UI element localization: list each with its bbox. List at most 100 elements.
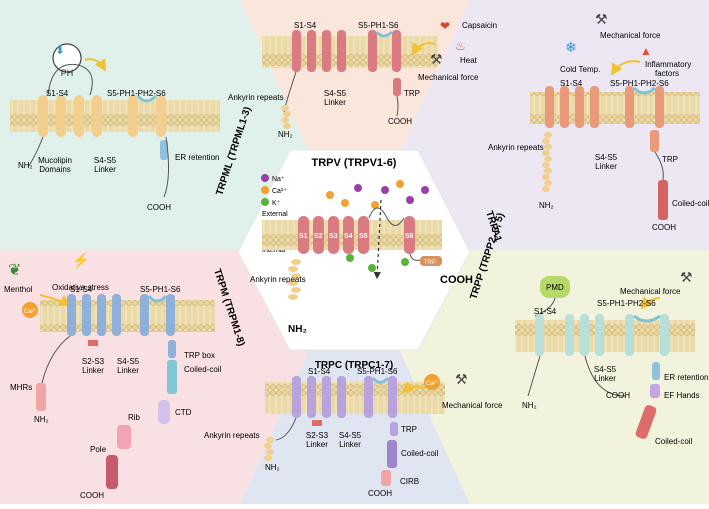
trpa1-panel: ⚒ Mechanical force ❄ Cold Temp. ▲ Inflam… <box>483 11 709 244</box>
svg-text:S1-S4: S1-S4 <box>560 79 583 88</box>
svg-text:Mechanical force: Mechanical force <box>418 73 479 82</box>
svg-text:Ca²⁺: Ca²⁺ <box>426 380 439 387</box>
trpml-cooh: COOH <box>147 203 171 212</box>
svg-text:Na⁺: Na⁺ <box>272 176 285 183</box>
svg-text:Linker: Linker <box>594 374 616 383</box>
svg-text:TRP box: TRP box <box>184 351 215 360</box>
svg-text:S5-PH1-S6: S5-PH1-S6 <box>358 21 399 30</box>
svg-text:Ankyrin repeats: Ankyrin repeats <box>228 93 284 102</box>
svg-text:K⁺: K⁺ <box>272 200 281 207</box>
svg-text:S6: S6 <box>405 233 414 240</box>
svg-text:NH₂: NH₂ <box>522 401 537 410</box>
trpc-name: TRPC (TRPC1-7) <box>315 360 393 371</box>
svg-text:Mechanical force: Mechanical force <box>600 31 661 40</box>
svg-text:Coiled-coil: Coiled-coil <box>401 449 439 458</box>
svg-text:MHRs: MHRs <box>10 383 32 392</box>
svg-text:S1-S4: S1-S4 <box>294 21 317 30</box>
svg-text:Domains: Domains <box>39 165 71 174</box>
svg-text:S4-S5: S4-S5 <box>594 365 617 374</box>
svg-text:NH₂: NH₂ <box>539 201 554 210</box>
svg-text:S1-S4: S1-S4 <box>70 285 93 294</box>
svg-text:NH₂: NH₂ <box>34 415 49 424</box>
svg-text:NH₂: NH₂ <box>288 324 307 335</box>
ankyrin-repeats <box>264 437 274 461</box>
svg-text:S2-S3: S2-S3 <box>306 431 329 440</box>
svg-text:S1-S4: S1-S4 <box>534 307 557 316</box>
chili-icon: ❤ <box>440 19 450 33</box>
svg-text:Coiled-coil: Coiled-coil <box>672 199 709 208</box>
svg-text:COOH: COOH <box>80 491 104 500</box>
svg-text:TRP: TRP <box>401 425 417 434</box>
ankyrin-repeats <box>542 132 552 192</box>
svg-text:TRP: TRP <box>404 89 420 98</box>
svg-text:Linker: Linker <box>324 98 346 107</box>
pmd-domain <box>540 276 570 298</box>
svg-text:S5: S5 <box>359 233 368 240</box>
svg-text:Coiled-coil: Coiled-coil <box>655 437 693 446</box>
svg-text:CIRB: CIRB <box>400 477 419 486</box>
lightning-icon: ⚡ <box>72 252 89 269</box>
svg-text:PH: PH <box>61 68 74 78</box>
trpml-mucolipin: Mucolipin <box>38 156 72 165</box>
svg-text:S5-PH1-S6: S5-PH1-S6 <box>357 367 398 376</box>
hammer-icon: ⚒ <box>455 371 468 387</box>
svg-text:S4-S5: S4-S5 <box>324 89 347 98</box>
svg-text:Pole: Pole <box>90 445 107 454</box>
svg-text:Internal: Internal <box>262 247 286 254</box>
svg-text:Ca²⁺: Ca²⁺ <box>272 188 287 195</box>
trpml-helices <box>27 63 170 198</box>
trpml-linker: S4-S5 <box>94 156 117 165</box>
svg-text:PMD: PMD <box>546 283 564 292</box>
svg-text:COOH: COOH <box>652 223 676 232</box>
svg-text:Linker: Linker <box>306 440 328 449</box>
svg-text:COOH: COOH <box>368 489 392 498</box>
trpml-s5-label: S5-PH1-PH2-S6 <box>107 89 166 98</box>
ion-dots <box>326 180 429 272</box>
membrane <box>40 300 215 332</box>
svg-text:COOH: COOH <box>440 274 473 286</box>
ankyrin-repeats <box>288 259 301 300</box>
svg-text:Heat: Heat <box>460 56 478 65</box>
svg-text:Inflammatory: Inflammatory <box>645 60 691 69</box>
svg-text:ER retention: ER retention <box>664 373 708 382</box>
svg-text:NH₂: NH₂ <box>278 130 293 139</box>
center-title: TRPV (TRPV1-6) <box>312 157 397 169</box>
trpv-top-panel: S1-S4 S5-PH1-S6 Capsaicin ❤ ♨ Heat ⚒ Mec… <box>228 19 497 139</box>
svg-text:Mechanical force: Mechanical force <box>442 401 503 410</box>
hammer-icon: ⚒ <box>595 11 608 27</box>
svg-text:S4-S5: S4-S5 <box>339 431 362 440</box>
svg-text:S4-S5: S4-S5 <box>117 357 140 366</box>
svg-text:factors: factors <box>655 69 679 78</box>
svg-text:S5-PH1-PH2-S6: S5-PH1-PH2-S6 <box>597 299 656 308</box>
center-trpv-panel: TRPV (TRPV1-6) Na⁺ Ca²⁺ K⁺ External Inte… <box>250 157 473 335</box>
membrane <box>262 36 438 68</box>
svg-text:Ankyrin repeats: Ankyrin repeats <box>488 143 544 152</box>
svg-text:S3: S3 <box>329 233 338 240</box>
svg-text:Cold Temp.: Cold Temp. <box>560 65 600 74</box>
trpml-er: ER retention <box>175 153 219 162</box>
svg-text:S2: S2 <box>314 233 323 240</box>
svg-text:CTD: CTD <box>175 408 192 417</box>
hammer-icon: ⚒ <box>430 51 443 67</box>
svg-text:S4: S4 <box>344 233 353 240</box>
svg-text:Rib: Rib <box>128 413 141 422</box>
svg-text:Linker: Linker <box>339 440 361 449</box>
hammer-icon: ⚒ <box>680 269 693 285</box>
svg-text:Ankyrin repeats: Ankyrin repeats <box>250 275 306 284</box>
svg-text:S1-S4: S1-S4 <box>308 367 331 376</box>
thermometer-icon: ❄ <box>565 39 577 55</box>
svg-text:S2-S3: S2-S3 <box>82 357 105 366</box>
svg-text:Linker: Linker <box>117 366 139 375</box>
svg-text:Coiled-coil: Coiled-coil <box>184 365 222 374</box>
svg-text:S5-PH1-PH2-S6: S5-PH1-PH2-S6 <box>610 79 669 88</box>
svg-text:Ca²⁺: Ca²⁺ <box>24 308 37 315</box>
svg-text:Linker: Linker <box>94 165 116 174</box>
svg-text:TRP: TRP <box>662 155 678 164</box>
svg-text:NH₂: NH₂ <box>265 463 280 472</box>
svg-text:S5-PH1-S6: S5-PH1-S6 <box>140 285 181 294</box>
flame-icon: ♨ <box>455 39 466 53</box>
ankyrin-repeats <box>281 105 291 129</box>
svg-text:TRP: TRP <box>424 260 436 266</box>
